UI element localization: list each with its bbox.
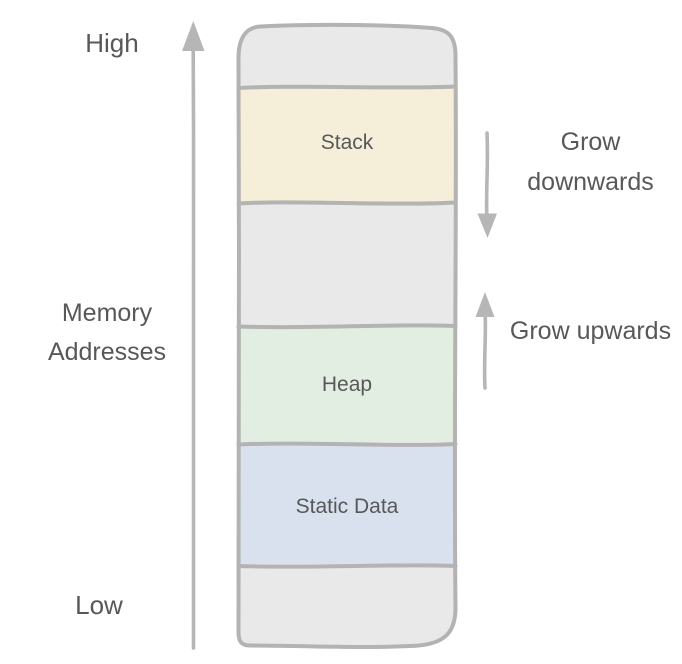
grow-upwards-arrow-line [482, 307, 488, 390]
divider-heap-top [236, 323, 458, 330]
segment-dividers [236, 84, 458, 569]
memory-axis-arrow-line [191, 46, 196, 650]
divider-heap-bottom [236, 441, 458, 447]
heap-label: Heap [321, 373, 373, 396]
grow-upwards-arrowhead [475, 292, 495, 317]
memory-axis-arrowhead [182, 21, 205, 51]
high-address-label: High [85, 28, 139, 58]
stack-label: Stack [320, 131, 374, 154]
low-address-label: Low [75, 590, 123, 620]
static-data-segment [240, 446, 454, 564]
memory-axis-arrow [182, 21, 205, 650]
grow-downwards-arrow [477, 131, 497, 238]
grow-upwards-arrow [475, 292, 495, 390]
stack-segment [240, 89, 454, 201]
divider-stack-top [236, 84, 458, 90]
grow-downwards-arrow-line [484, 131, 490, 223]
grow-upwards-label: Grow upwards [509, 317, 672, 345]
heap-segment [240, 328, 454, 442]
grow-downwards-arrowhead [477, 213, 497, 238]
memory-addresses-label: Memory Addresses [47, 299, 167, 366]
grow-downwards-label: Grow downwards [527, 128, 654, 196]
static-data-label: Static Data [295, 495, 399, 518]
divider-static-bottom [236, 563, 458, 569]
divider-stack-bottom [236, 200, 458, 206]
memory-column-outline [236, 22, 458, 649]
